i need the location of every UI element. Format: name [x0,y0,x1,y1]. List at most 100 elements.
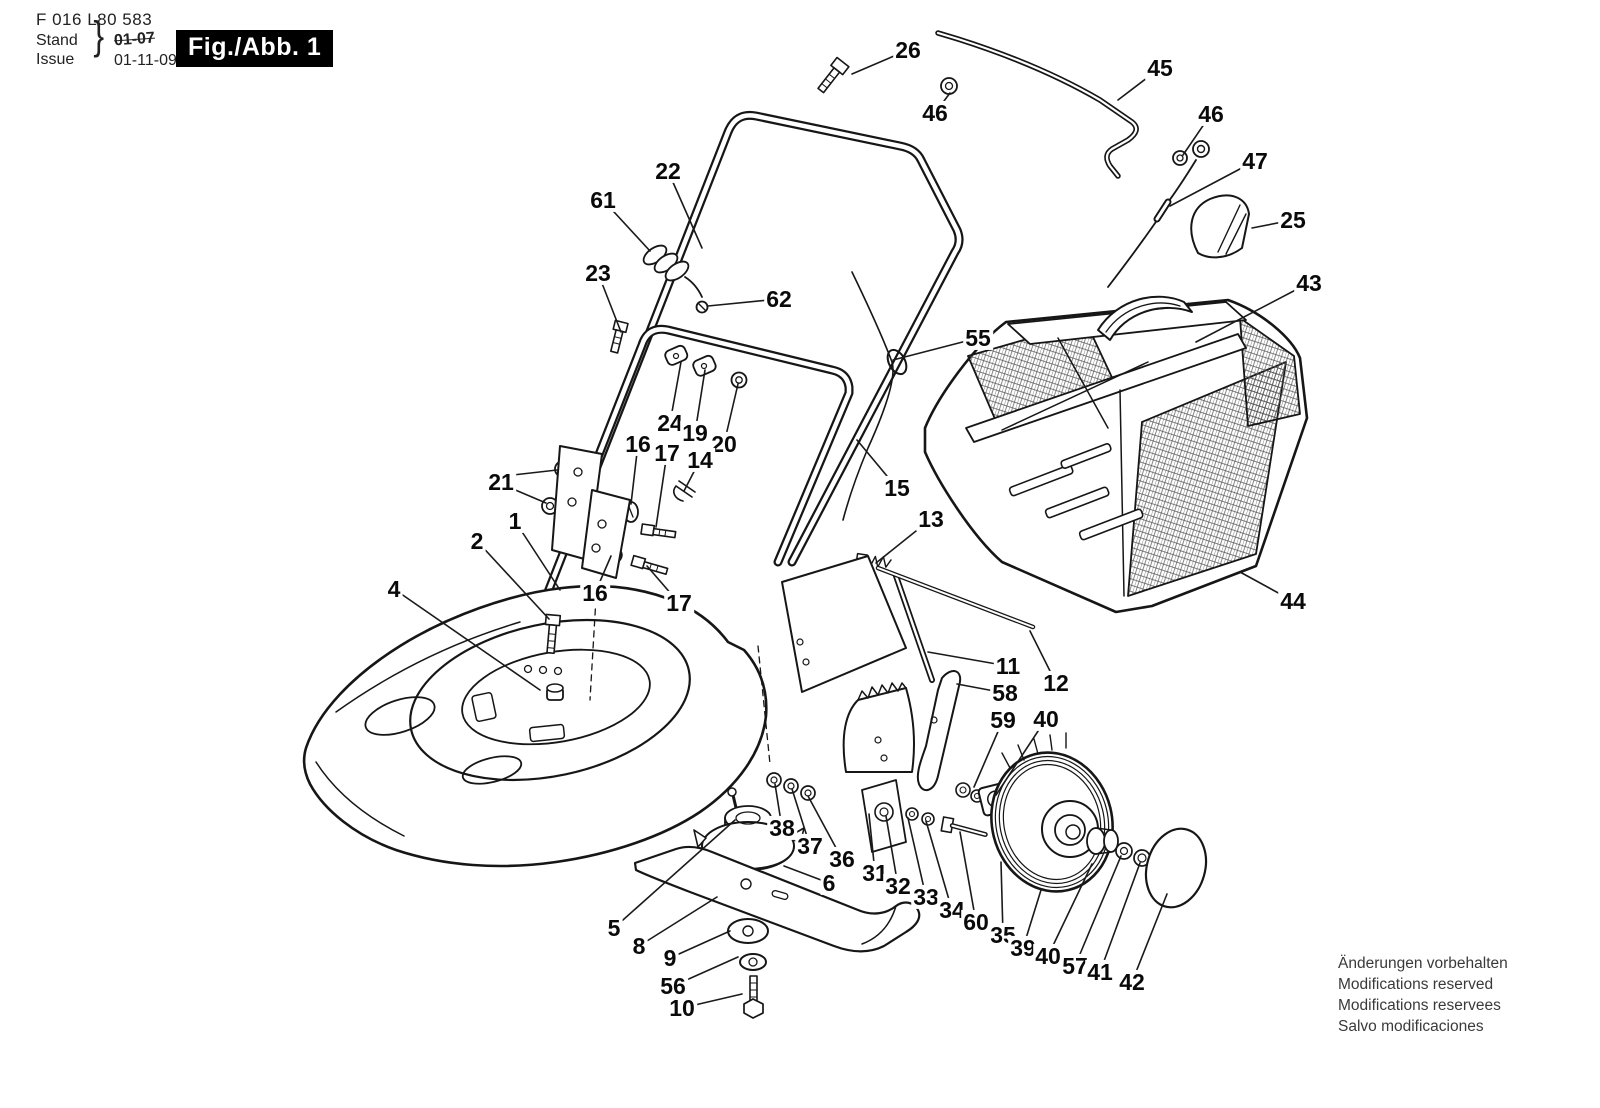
part-label-39: 39 [1008,934,1038,961]
basket-corner-mesh-panel [1239,317,1301,427]
deck-vent-right [461,755,523,785]
rear-panel [781,555,907,693]
clamp-19 [692,354,717,377]
part-label-15: 15 [882,474,912,501]
part-label-21: 21 [486,468,516,495]
part-label-42: 42 [1117,968,1147,995]
part-label-55: 55 [963,324,993,351]
throttle-lever [1190,194,1250,259]
part-label-24: 24 [655,409,685,436]
part-label-9: 9 [661,944,679,971]
part-label-4: 4 [385,575,403,602]
part-label-58: 58 [990,679,1020,706]
drawing-header: F 016 L80 583 Stand Issue } 01-07 01-11-… [36,10,336,69]
handlebar-cable [842,271,908,521]
issue-value: 01-11-09 [114,52,177,69]
deck-vent-left [364,696,436,736]
drawing-number: F 016 L80 583 [36,10,153,29]
part-label-44: 44 [1278,587,1308,614]
bolt-17-upper [640,523,677,539]
part-label-25: 25 [1278,206,1308,233]
part-label-43: 43 [1294,269,1324,296]
throttle-cable [1107,159,1197,288]
clamp-24 [664,344,689,366]
note-fr: Modifications reservees [1338,997,1501,1014]
basket-front-rail [965,333,1247,443]
stand-label: Stand [36,32,78,49]
part-label-16: 16 [623,430,653,457]
basket-handle [1097,295,1193,341]
part-label-46: 46 [1196,100,1226,127]
rear-wheel [990,732,1208,909]
note-es: Salvo modificaciones [1338,1018,1484,1035]
part-label-40: 40 [1033,942,1063,969]
figure-badge: Fig./Abb. 1 [176,30,334,67]
part-label-13: 13 [916,505,946,532]
bail-bar [817,30,1250,288]
grass-basket [923,295,1309,614]
part-label-2: 2 [468,527,486,554]
part-label-16: 16 [580,579,610,606]
screw-62 [695,300,709,314]
part-label-41: 41 [1085,958,1115,985]
bolt-17-lower [630,554,669,575]
part-label-5: 5 [605,914,623,941]
lower-handlebar [573,324,854,567]
part-label-36: 36 [827,845,857,872]
part-label-45: 45 [1145,54,1175,81]
basket-floor-slots [1008,443,1144,541]
part-label-37: 37 [795,832,825,859]
part-label-57: 57 [1060,952,1090,979]
part-label-8: 8 [630,932,648,959]
washer-9 [727,918,769,944]
cable-eyelet [1192,140,1210,158]
part-label-40: 40 [1031,705,1061,732]
part-label-6: 6 [820,869,838,896]
bracket-plate-31 [861,779,907,853]
part-label-60: 60 [961,908,991,935]
basket-right-mesh-panel [1127,361,1287,597]
washers-33-34 [905,807,935,826]
hub-bolt-4 [546,683,564,701]
part-label-10: 10 [667,994,697,1021]
washer-56 [739,953,767,971]
modifications-note: Änderungen vorbehalten Modifications res… [1338,953,1508,1037]
axle-bolt-60 [940,816,988,837]
bolt-26 [817,56,850,94]
spring-61 [642,244,703,298]
mower-deck [302,584,768,868]
toothed-sector [842,682,915,773]
part-label-31: 31 [860,859,890,886]
part-label-23: 23 [583,259,613,286]
header-brace: } [93,14,105,58]
tire-tread [1001,732,1067,769]
part-label-17: 17 [652,439,682,466]
note-en: Modifications reserved [1338,976,1494,993]
part-label-11: 11 [993,652,1023,679]
blade-8 [633,845,921,953]
part-label-17: 17 [664,589,694,616]
bolt-10 [743,975,764,1019]
part-label-47: 47 [1240,147,1270,174]
part-label-61: 61 [588,186,618,213]
part-label-62: 62 [764,285,794,312]
nut-20 [730,371,748,389]
part-label-46: 46 [920,99,950,126]
part-label-1: 1 [506,507,524,534]
part-label-33: 33 [911,883,941,910]
cable-clamp [886,348,908,376]
washer-57 [1115,842,1133,860]
nuts-38-37-36 [766,772,816,801]
part-label-59: 59 [988,706,1018,733]
part-label-56: 56 [658,972,688,999]
handle-mount-plates [551,445,631,579]
part-label-26: 26 [893,36,923,63]
part-label-32: 32 [883,872,913,899]
stand-value-struck: 01-07 [113,29,156,50]
nut-46-left [940,77,958,95]
issue-label: Issue [36,51,75,68]
upper-handlebar [543,110,964,597]
bolt-23 [609,319,629,354]
